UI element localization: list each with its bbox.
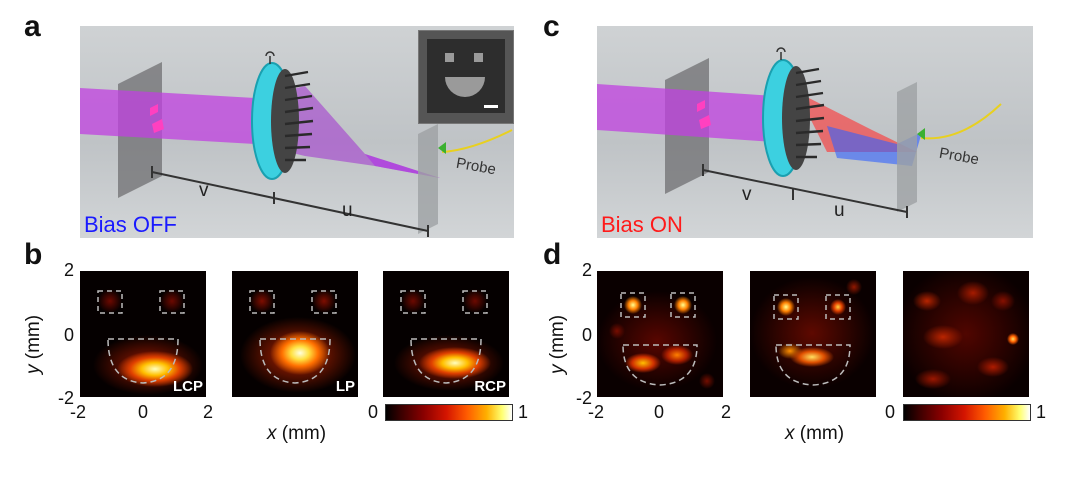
target-pattern-inset: [418, 30, 514, 124]
y-tick: -2: [58, 388, 75, 408]
heatmap-lcp: LCP: [80, 271, 206, 397]
red-focusing-beam: [797, 92, 917, 152]
probe-wire: [441, 129, 513, 153]
optics-setup-on: [597, 47, 1002, 218]
metalens-pillars: [271, 69, 299, 173]
heatmap-lp: LP: [232, 271, 358, 397]
heatmap-rcp: RCP: [383, 271, 509, 397]
probe-wire: [920, 103, 1002, 140]
y-axis-label: y (mm): [547, 314, 568, 374]
distance-v-label: v: [199, 180, 209, 201]
panel-letter-b: b: [24, 238, 43, 271]
x-tick: 0: [138, 402, 149, 422]
polarization-label: LP: [335, 378, 355, 395]
y-tick: 2: [582, 260, 593, 280]
distance-u-label: u: [834, 200, 845, 221]
x-tick: -2: [588, 402, 605, 422]
optics-setup-off: [80, 51, 513, 237]
electrode-icon: [265, 51, 275, 64]
schematic-bias-on: Probe v u Bias ON: [597, 26, 1033, 238]
incident-beam: [597, 84, 775, 142]
bias-on-label: Bias ON: [601, 212, 683, 237]
polarization-label: RCP: [474, 378, 506, 395]
x-tick: -2: [70, 402, 87, 422]
distance-bars: [702, 164, 908, 218]
panel-letter-d: d: [543, 238, 562, 271]
distance-v-label: v: [742, 184, 752, 205]
probe-icon: [438, 142, 446, 154]
heatmap-noise: [903, 271, 1029, 397]
x-axis-label: x (mm): [267, 423, 327, 444]
electrode-icon: [776, 47, 786, 60]
polarization-label: LCP: [173, 378, 203, 395]
metalens-pillars: [782, 66, 810, 170]
y-tick: 0: [582, 325, 593, 345]
heatmap-blue-focus: [750, 271, 876, 397]
panel-letter-c: c: [543, 10, 560, 43]
image-plane: [897, 82, 917, 212]
x-tick: 0: [654, 402, 665, 422]
y-axis-label: y (mm): [23, 314, 44, 374]
y-tick: -2: [576, 388, 593, 408]
schematic-bias-off: Probe v u Bias OFF: [80, 26, 514, 238]
x-tick: 2: [721, 402, 732, 422]
image-plane: [418, 124, 438, 234]
bias-off-label: Bias OFF: [84, 212, 177, 237]
distance-bars: [151, 166, 429, 237]
colorbar-min-label: 0: [368, 402, 379, 422]
incident-beam: [80, 88, 255, 144]
distance-u-label: u: [342, 200, 353, 221]
colorbar: [385, 404, 513, 421]
y-tick: 0: [64, 325, 75, 345]
heatmap-red-focus: [597, 271, 723, 397]
object-pattern: [150, 104, 164, 133]
y-tick: 2: [64, 260, 75, 280]
colorbar-min-label: 0: [885, 402, 896, 422]
x-tick: 2: [203, 402, 214, 422]
probe-icon: [917, 128, 925, 140]
colorbar-max-label: 1: [518, 402, 529, 422]
x-axis-label: x (mm): [785, 423, 845, 444]
colorbar: [903, 404, 1031, 421]
object-pattern: [697, 100, 711, 129]
colorbar-max-label: 1: [1036, 402, 1047, 422]
panel-letter-a: a: [24, 10, 41, 43]
